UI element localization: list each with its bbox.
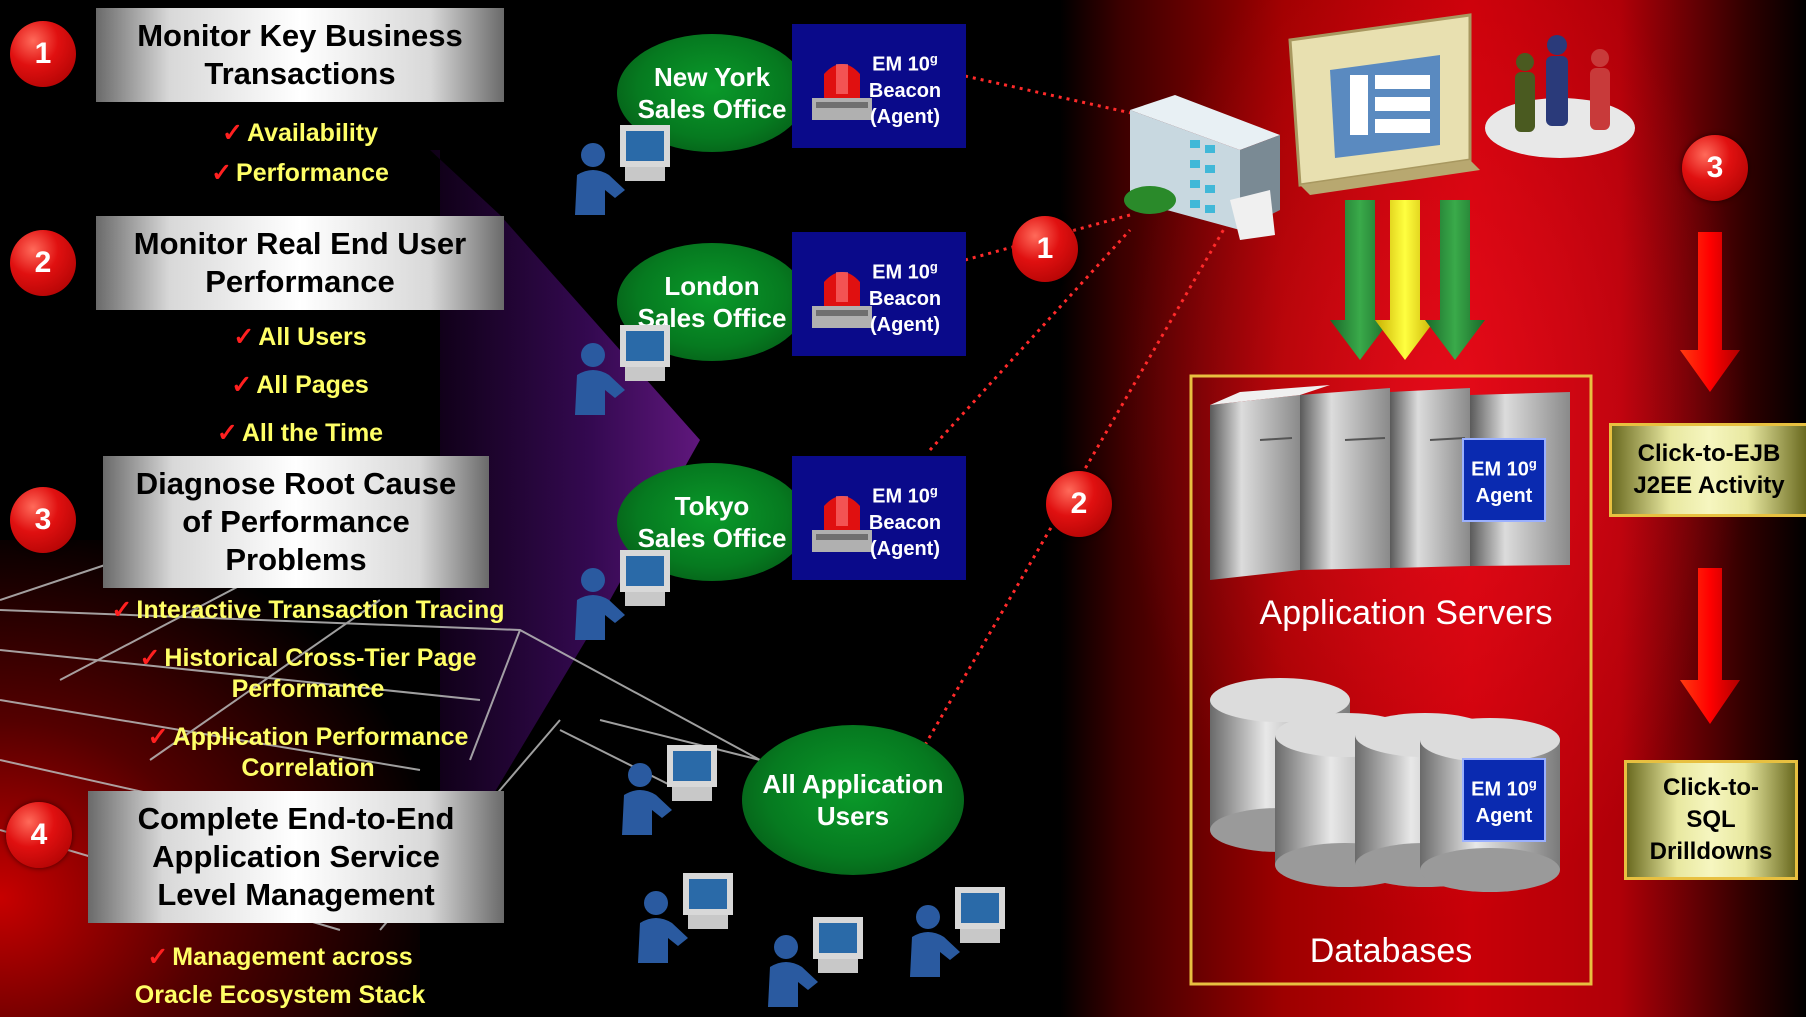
step-4-title: Complete End-to-End Application Service … (88, 791, 504, 923)
check-icon: ✓ (139, 644, 161, 672)
check-icon: ✓ (233, 323, 255, 351)
red-corner-glow (0, 540, 420, 1017)
building-graphic (1124, 95, 1280, 240)
step-1-items: ✓Availability ✓Performance (211, 119, 389, 187)
siren-icon (812, 496, 872, 552)
red-arrow-upper (1680, 232, 1740, 392)
beacon-london: EM 10g Beacon (Agent) (792, 232, 966, 356)
step-3-number: 3 (10, 487, 76, 553)
step-3-items: ✓Interactive Transaction Tracing ✓Histor… (111, 596, 505, 782)
databases-label: Databases (1309, 932, 1473, 970)
connection-lines (923, 74, 1237, 746)
step-4-items: ✓Management across Oracle Ecosystem Stac… (134, 943, 426, 1009)
application-monitor-graphic (1288, 13, 1480, 195)
user-computer-icon (575, 125, 670, 215)
siren-icon (812, 272, 872, 328)
green-arrow-right (1425, 200, 1485, 360)
user-computer-icon (910, 887, 1005, 977)
marker-3: 3 (1682, 135, 1748, 201)
step-4-number: 4 (6, 802, 72, 868)
yellow-arrow-center (1375, 200, 1435, 360)
check-icon: ✓ (231, 371, 253, 399)
check-icon: ✓ (111, 596, 133, 624)
marker-2: 2 (1046, 471, 1112, 537)
check-icon: ✓ (147, 723, 169, 751)
user-computer-icon (575, 550, 670, 640)
click-to-ejb-box: Click-to-EJB J2EE Activity (1609, 423, 1806, 517)
check-icon: ✓ (216, 419, 238, 447)
app-server-agent-badge: EM 10g Agent (1462, 438, 1546, 522)
check-icon: ✓ (211, 159, 233, 187)
application-servers-label: Application Servers (1259, 594, 1553, 632)
step-2-title: Monitor Real End User Performance (96, 216, 504, 310)
check-icon: ✓ (221, 119, 243, 147)
users-group-graphic (1485, 35, 1635, 158)
all-application-users: All Application Users (742, 725, 964, 875)
user-computer-icon (638, 873, 733, 963)
step-3-title: Diagnose Root Cause of Performance Probl… (103, 456, 489, 588)
beacon-tokyo: EM 10g Beacon (Agent) (792, 456, 966, 580)
siren-icon (812, 64, 872, 120)
marker-1: 1 (1012, 216, 1078, 282)
beacon-new-york: EM 10g Beacon (Agent) (792, 24, 966, 148)
database-agent-badge: EM 10g Agent (1462, 758, 1546, 842)
funnel-shape (430, 150, 700, 830)
click-to-sql-box: Click-to- SQL Drilldowns (1624, 760, 1798, 880)
step-2-number: 2 (10, 230, 76, 296)
red-arrow-lower (1680, 568, 1740, 724)
green-arrow-left (1330, 200, 1390, 360)
user-computer-icon (768, 917, 863, 1007)
check-icon: ✓ (147, 943, 169, 971)
step-1-title: Monitor Key Business Transactions (96, 8, 504, 102)
step-1-number: 1 (10, 21, 76, 87)
step-2-items: ✓All Users ✓All Pages ✓All the Time (216, 323, 384, 447)
tier-container (1189, 374, 1593, 986)
user-computer-icon (575, 325, 670, 415)
user-computer-icon (622, 745, 717, 835)
office-new-york: New York Sales Office (617, 34, 807, 152)
